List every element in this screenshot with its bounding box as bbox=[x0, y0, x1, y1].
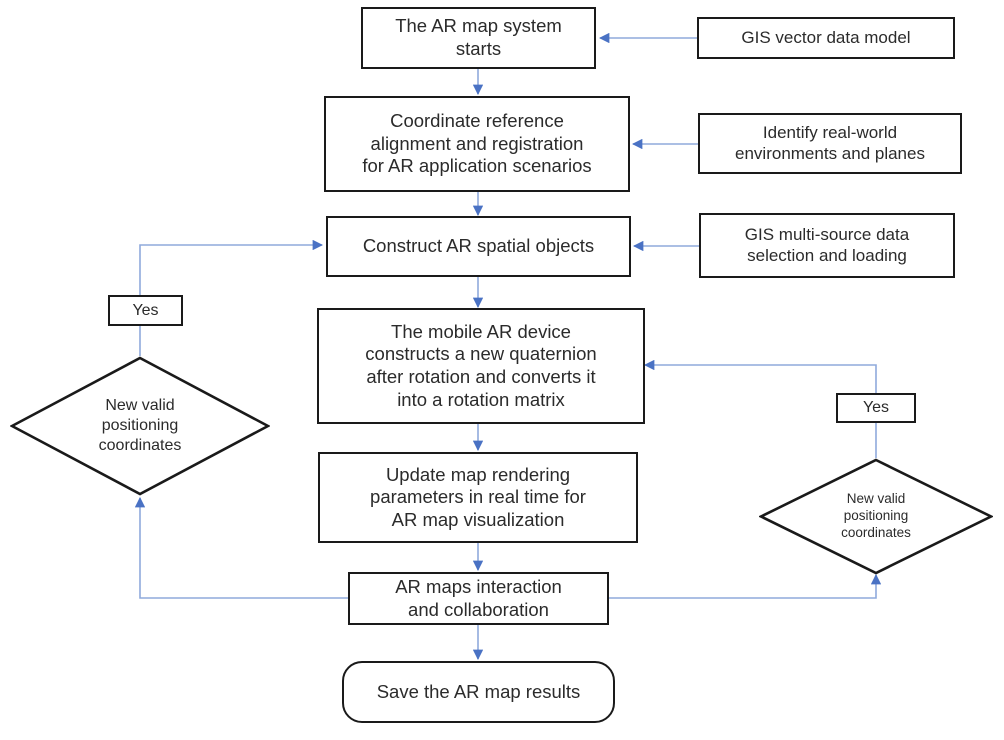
node-identify-environments[interactable]: Identify real-world environments and pla… bbox=[698, 113, 962, 174]
node-save-ar-map-results-label: Save the AR map results bbox=[376, 680, 581, 702]
node-decision-right[interactable]: New valid positioning coordinates bbox=[758, 458, 994, 575]
edge-label-yes-left-text: Yes bbox=[132, 301, 159, 319]
edge-label-yes-left[interactable]: Yes bbox=[108, 295, 183, 326]
node-gis-multi-source-data[interactable]: GIS multi-source data selection and load… bbox=[699, 213, 955, 278]
node-quaternion-construction-label: The mobile AR device constructs a new qu… bbox=[365, 320, 597, 410]
node-quaternion-construction[interactable]: The mobile AR device constructs a new qu… bbox=[317, 308, 645, 424]
node-coordinate-alignment-label: Coordinate reference alignment and regis… bbox=[362, 110, 592, 177]
edge-label-yes-right-text: Yes bbox=[862, 399, 890, 417]
decision-left-shape bbox=[9, 356, 271, 496]
node-start[interactable]: The AR map system starts bbox=[361, 7, 596, 69]
node-gis-multi-source-data-label: GIS multi-source data selection and load… bbox=[744, 224, 910, 265]
edge-interaction-to-decisionright bbox=[609, 573, 882, 599]
node-update-map-rendering[interactable]: Update map rendering parameters in real … bbox=[318, 452, 638, 543]
node-identify-environments-label: Identify real-world environments and pla… bbox=[735, 122, 925, 163]
node-construct-ar-spatial-objects-label: Construct AR spatial objects bbox=[362, 235, 595, 257]
node-coordinate-alignment[interactable]: Coordinate reference alignment and regis… bbox=[324, 96, 630, 192]
node-decision-left[interactable]: New valid positioning coordinates bbox=[9, 356, 271, 496]
node-ar-maps-interaction-label: AR maps interaction and collaboration bbox=[395, 575, 562, 620]
node-ar-maps-interaction[interactable]: AR maps interaction and collaboration bbox=[348, 572, 609, 625]
node-construct-ar-spatial-objects[interactable]: Construct AR spatial objects bbox=[326, 216, 631, 277]
node-start-label: The AR map system starts bbox=[395, 15, 562, 59]
node-gis-vector-data-model-label: GIS vector data model bbox=[741, 27, 911, 47]
node-update-map-rendering-label: Update map rendering parameters in real … bbox=[370, 463, 586, 530]
edge-label-yes-right[interactable]: Yes bbox=[836, 393, 916, 423]
edge-interaction-to-decisionleft bbox=[134, 496, 348, 599]
node-gis-vector-data-model[interactable]: GIS vector data model bbox=[697, 17, 955, 59]
decision-right-shape bbox=[758, 458, 994, 575]
node-save-ar-map-results[interactable]: Save the AR map results bbox=[342, 661, 615, 723]
node-decision-left-label: New valid positioning coordinates bbox=[98, 397, 182, 454]
node-decision-right-label: New valid positioning coordinates bbox=[841, 491, 911, 540]
